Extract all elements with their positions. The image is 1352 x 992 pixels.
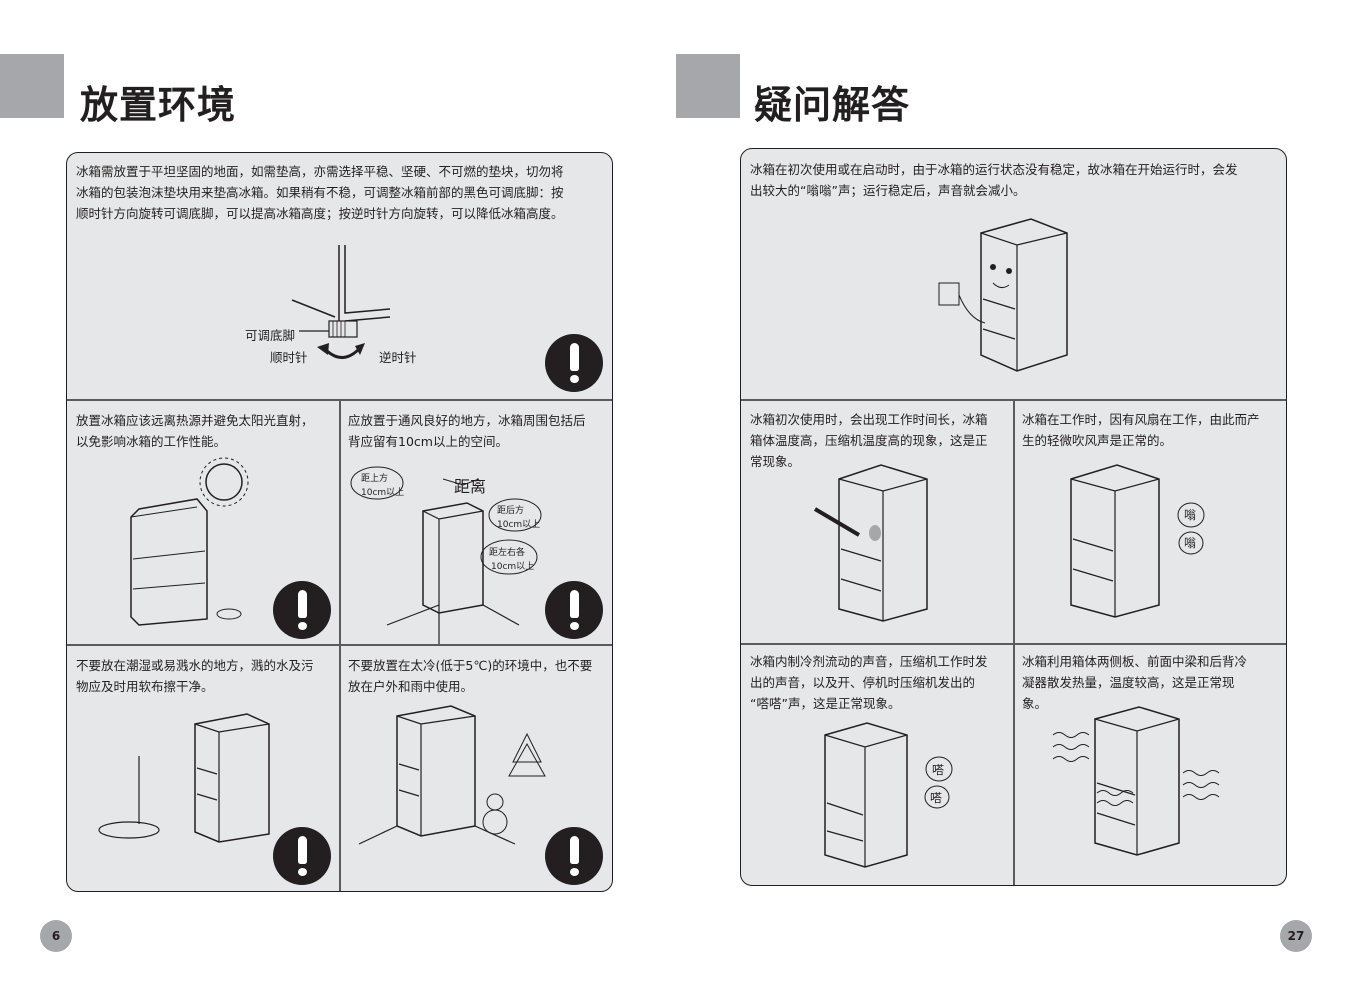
faq-panel: 冰箱在初次使用或在启动时，由于冰箱的运行状态没有稳定，故冰箱在开始运行时，会发 … [740,148,1287,886]
fridge-heat-illustration [1052,706,1220,856]
distance-label: 距离 [454,477,487,496]
clockwise-label: 顺时针 [270,350,308,365]
placement-panel: 冰箱需放置于平坦坚固的地面，如需垫高，亦需选择平稳、坚硬、不可燃的垫块，切勿将 … [66,152,613,892]
moisture-cell: 不要放在潮湿或易溅水的地方，溅的水及污 物应及时用软布擦干净。 [67,644,339,891]
fridge-water-illustration [98,713,270,843]
warning-icon [545,581,603,639]
counterclockwise-label: 逆时针 [379,350,417,365]
title-block-right [676,54,740,118]
adjustable-foot-label: 可调底脚 [245,328,296,343]
cold-environment-cell: 不要放置在太冷(低于5℃)的环境中，也不要 放在户外和雨中使用。 [339,644,612,891]
intro-cell-right: 冰箱在初次使用或在启动时，由于冰箱的运行状态没有稳定，故冰箱在开始运行时，会发 … [741,149,1286,399]
speech-bubble: 嗡 [1184,508,1197,522]
fridge-sun-illustration [130,457,249,626]
divider [1013,399,1015,885]
fan-noise-cell: 冰箱在工作时，因有风扇在工作，由此而产 生的轻微吹风声是正常的。 嗡 嗡 [1013,399,1286,643]
divider [339,399,341,891]
page-number-right: 27 [1280,920,1312,952]
speech-bubble: 嗒 [932,763,945,777]
page-title-right: 疑问解答 [754,83,911,127]
page-title-left: 放置环境 [80,83,237,127]
fridge-plug-illustration [938,218,1068,372]
fridge-clearance-illustration [350,466,542,644]
warning-icon [545,827,603,885]
heat-source-cell: 放置冰箱应该远离热源并避免太阳光直射， 以免影响冰箱的工作性能。 [67,399,339,644]
warning-icon [273,827,331,885]
title-block-left [0,54,64,118]
fridge-cold-illustration [358,705,546,845]
page-number-left: 6 [40,920,72,952]
fridge-thermometer-illustration [813,464,928,622]
intro-text-left: 冰箱需放置于平坦坚固的地面，如需垫高，亦需选择平稳、坚硬、不可燃的垫块，切勿将 … [76,164,564,221]
adjustable-foot-illustration [291,245,391,359]
speech-bubble: 嗡 [1184,536,1197,550]
warning-icon [273,581,331,639]
heat-dissipation-cell: 冰箱利用箱体两侧板、前面中梁和后背冷 凝器散发热量，温度较高，这是正常现 象。 [1013,643,1286,885]
intro-cell-left: 冰箱需放置于平坦坚固的地面，如需垫高，亦需选择平稳、坚硬、不可燃的垫块，切勿将 … [67,153,612,399]
fridge-click-illustration [824,722,953,868]
fridge-fan-illustration [1070,464,1205,618]
warning-icon [545,334,603,392]
long-runtime-cell: 冰箱初次使用时，会出现工作时间长，冰箱 箱体温度高，压缩机温度高的现象，这是正 … [741,399,1013,643]
ventilation-cell: 应放置于通风良好的地方，冰箱周围包括后 背应留有10cm以上的空间。 距离 距上… [339,399,612,644]
refrigerant-noise-cell: 冰箱内制冷剂流动的声音，压缩机工作时发 出的声音，以及开、停机时压缩机发出的 “… [741,643,1013,885]
speech-bubble: 嗒 [930,791,943,805]
